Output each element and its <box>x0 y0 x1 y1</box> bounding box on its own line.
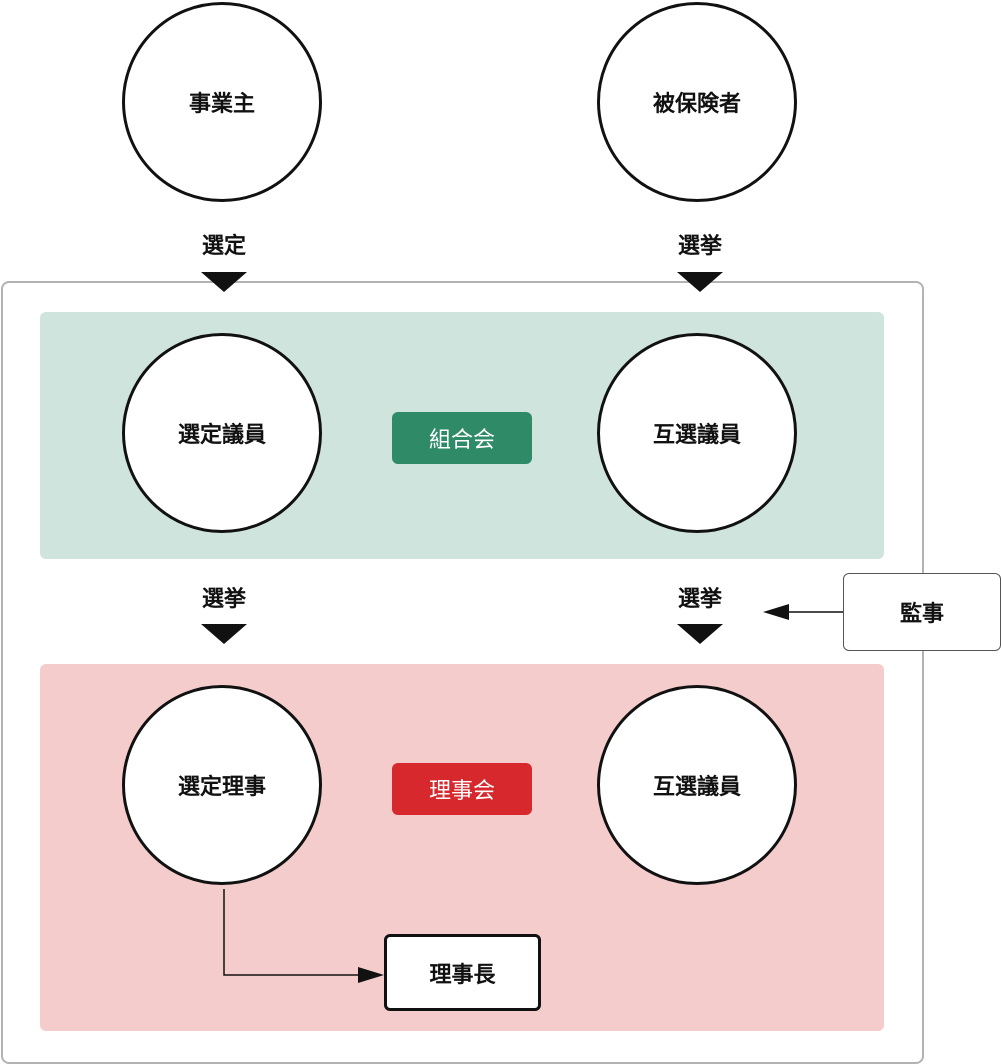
chairman-box: 理事長 <box>384 934 541 1011</box>
board-label: 理事会 <box>428 779 495 804</box>
down-arrow-employer <box>201 272 247 292</box>
selected-member-label: 選定議員 <box>177 423 266 448</box>
edge-label-election: 選挙 <box>677 234 722 259</box>
down-arrow-left <box>201 624 247 644</box>
insured-node: 被保険者 <box>597 2 797 202</box>
organization-frame <box>1 281 924 1064</box>
union-assembly-tag: 組合会 <box>392 412 532 464</box>
chairman-label: 理事長 <box>429 962 496 988</box>
chairman-connector <box>223 889 362 976</box>
auditor-label: 監事 <box>899 602 944 627</box>
selected-director-node: 選定理事 <box>122 685 322 885</box>
edge-label-select: 選定 <box>201 234 246 259</box>
selected-director-label: 選定理事 <box>177 775 266 800</box>
selected-member-node: 選定議員 <box>122 333 322 533</box>
elected-member-node: 互選議員 <box>597 333 797 533</box>
down-arrow-insured <box>677 272 723 292</box>
insured-label: 被保険者 <box>652 92 741 117</box>
edge-label-election-right: 選挙 <box>677 587 722 612</box>
board-tag: 理事会 <box>392 763 532 815</box>
elected-director-node: 互選議員 <box>597 685 797 885</box>
down-arrow-right <box>677 624 723 644</box>
auditor-box: 監事 <box>843 573 1001 651</box>
chairman-arrowhead <box>358 967 384 983</box>
elected-member-label: 互選議員 <box>652 423 741 448</box>
auditor-arrowhead <box>763 604 789 620</box>
employer-node: 事業主 <box>122 2 322 202</box>
union-assembly-label: 組合会 <box>428 428 495 453</box>
elected-director-label: 互選議員 <box>652 775 741 800</box>
edge-label-election-left: 選挙 <box>201 587 246 612</box>
employer-label: 事業主 <box>188 92 255 117</box>
